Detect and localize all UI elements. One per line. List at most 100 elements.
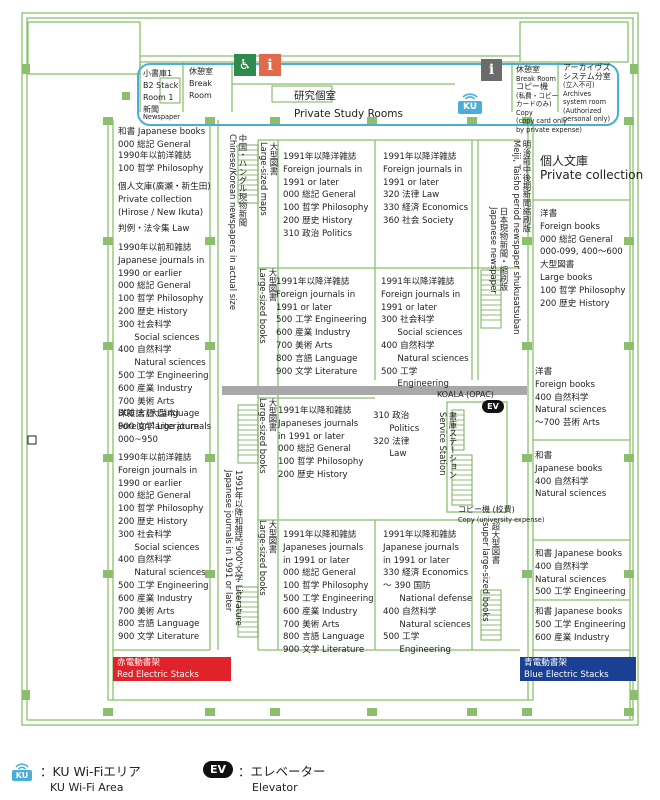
blue-electric-stacks: 青電動書架 <box>520 657 636 669</box>
text-line: 900 文学 Literature <box>283 645 365 656</box>
text-line: Foreign journals in <box>381 289 461 300</box>
accessible-toilet-icon: ♿ <box>234 54 256 76</box>
vertical-label-5: 1991年以降和雑誌"900"文学 Literature Japanese jo… <box>224 470 244 626</box>
text-line: 500 工学 Engineering <box>535 587 626 598</box>
text-line: Social sciences <box>118 332 200 343</box>
text-line: 洋雑誌 (大型本) <box>118 409 179 419</box>
information-icon: i <box>259 54 281 76</box>
text-line: Foreign books <box>535 379 595 390</box>
right-block-0: 個人文庫 Private collection <box>540 154 643 182</box>
legend-elevator-icon: EV <box>203 761 233 778</box>
text-line: Natural sciences <box>535 405 607 416</box>
text-line: 000 総記 General <box>283 190 356 201</box>
text-line: 700 美術 Arts <box>276 340 333 351</box>
text-line: Private collection <box>118 194 192 205</box>
text-line: 600 産業 Industry <box>535 632 610 643</box>
text-line: Foreign journals in <box>383 164 463 175</box>
text-line: Japanese journals in <box>118 255 205 266</box>
text-line: 700 美術 Arts <box>118 606 175 617</box>
text-line: Natural sciences <box>381 353 469 364</box>
text-line: Social sciences <box>381 328 463 339</box>
text-line: 1991 or later <box>283 177 339 188</box>
text-line: 000 総記 General <box>283 568 356 579</box>
text-line: 100 哲学 Philosophy <box>283 203 369 214</box>
text-line: 500 工学 <box>383 632 420 643</box>
break-room-left: 休憩室 Break Room <box>189 67 213 100</box>
text-line: 1991 or later <box>276 302 332 313</box>
blue-electric-stacks-en: Blue Electric Stacks <box>520 669 636 681</box>
right-block-3: 和書 Japanese books 400 自然科学 Natural scien… <box>535 450 606 501</box>
red-electric-stacks-en: Red Electric Stacks <box>113 669 231 681</box>
text-line: 000 総記 General <box>118 491 191 502</box>
legend-elevator-title: ：エレベーター <box>238 764 326 779</box>
wifi-icon: KU <box>455 88 485 116</box>
vertical-label-7: 日本現物新聞・縮刷版 Japanese newspaper <box>489 207 509 294</box>
text-line: 1991年以降和雑誌 <box>383 530 457 540</box>
left-block-0: 和書 Japanese books 000 総記 General <box>118 126 205 152</box>
center-block-0: 1991年以降洋雑誌 Foreign journals in 1991 or l… <box>283 151 368 241</box>
legend-elevator-sub: Elevator <box>252 781 298 794</box>
text-line: 500 工学 <box>381 366 418 377</box>
text-line: 洋書 <box>540 209 558 219</box>
red-electric-stacks: 赤電動書架 <box>113 657 231 669</box>
text-line: 320 法律 Law <box>383 190 440 201</box>
text-line: 1991年以降和雑誌 <box>283 530 357 540</box>
newspaper-label: Newspaper <box>143 113 180 121</box>
text-line: 100 哲学 Philosophy <box>540 285 626 296</box>
right-block-4: 和書 Japanese books 400 自然科学 Natural scien… <box>535 548 626 599</box>
text-line: in 1991 or later <box>383 555 450 566</box>
text-line: 400 自然科学 <box>383 606 437 617</box>
text-line: 判例・法令集 Law <box>118 224 190 234</box>
text-line: 1991 or later <box>383 177 439 188</box>
text-line: National defense <box>383 593 473 604</box>
text-line: 360 社会 Society <box>383 215 454 226</box>
center-block-4: 1991年以降和雑誌 Japaneses journals in 1991 or… <box>278 405 363 482</box>
copy-university-label: コピー機 (校費) Copy (university expense) <box>458 505 545 524</box>
text-line: 600 産業 Industry <box>118 593 193 604</box>
text-line: 800 言語 Language <box>276 353 358 364</box>
text-line: 1991年以降洋雑誌 <box>381 277 455 287</box>
left-block-2: 個人文庫(廣瀬・新生田) Private collection (Hirose … <box>118 181 211 219</box>
text-line: 600 産業 Industry <box>283 606 358 617</box>
text-line: Social sciences <box>118 542 200 553</box>
text-line: 100 哲学 Philosophy <box>118 504 204 515</box>
text-line: 和書 <box>535 451 553 461</box>
text-line: Politics <box>373 423 420 434</box>
text-line: 400 自然科学 <box>381 340 435 351</box>
vertical-label-6: 明治前中後期新聞縮刷版 Meiji, Taisho period newspap… <box>512 140 532 335</box>
text-line: Engineering <box>381 379 449 390</box>
koala-opac-label: KOALA (OPAC) <box>437 390 494 399</box>
right-block-2: 洋書 Foreign books 400 自然科学 Natural scienc… <box>535 366 606 430</box>
text-line: Foreign journals in <box>118 465 198 476</box>
text-line: Japaneses journals <box>278 418 359 429</box>
text-line: 100 哲学 Philosophy <box>278 457 364 468</box>
text-line: 800 言語 Language <box>118 619 200 630</box>
text-line: 000~950 <box>118 434 159 445</box>
text-line: 1990 or earlier <box>118 478 182 489</box>
text-line: 500 工学 Engineering <box>283 593 374 604</box>
text-line: Natural sciences <box>535 489 607 500</box>
vertical-label-0: 中国・ハングル現物新聞 Chinese/Korean newspapers in… <box>228 134 248 311</box>
vertical-label-9: 超大型図書 super large-sized books <box>481 522 501 622</box>
legend-wifi-sub: KU Wi-Fi Area <box>50 781 124 794</box>
text-line: Foreign journals in <box>283 164 363 175</box>
text-line: 500 工学 Engineering <box>118 580 209 591</box>
right-block-1: 洋書 Foreign books 000 総記 General 000-099,… <box>540 208 625 310</box>
text-line: 個人文庫(廣瀬・新生田) <box>118 182 211 192</box>
text-line: 700 美術 Arts <box>118 396 175 407</box>
center-block-5: 310 政治 Politics 320 法律 Law <box>373 410 419 461</box>
text-line: 310 政治 Politics <box>283 228 352 239</box>
left-block-4: 1990年以前和雑誌 Japanese journals in 1990 or … <box>118 242 209 434</box>
text-line: 和書 Japanese books <box>535 607 623 617</box>
vertical-label-3: 大型図書 Large-sized books <box>258 398 278 474</box>
vertical-label-2: 大型図書 Large-sized books <box>258 268 278 344</box>
text-line: 600 産業 Industry <box>118 383 193 394</box>
text-line: Engineering <box>383 645 451 656</box>
text-line: 400 自然科学 <box>535 392 589 403</box>
text-line: ～700 芸術 Arts <box>535 418 600 429</box>
text-line: Natural sciences <box>535 574 607 585</box>
text-line: ～ 390 国防 <box>383 581 431 592</box>
text-line: Private collection <box>540 168 644 182</box>
